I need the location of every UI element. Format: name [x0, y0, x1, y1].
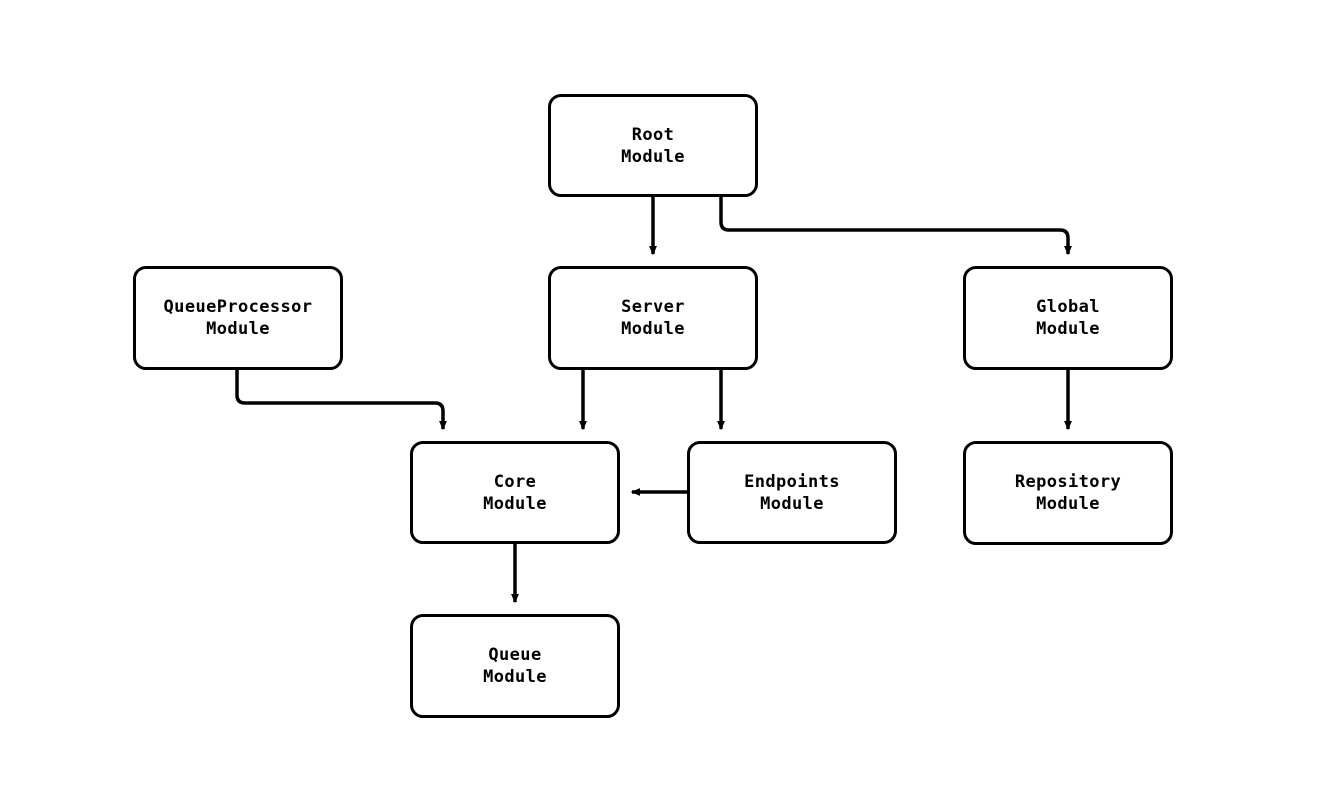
node-queue-label-line2: Module — [483, 667, 547, 687]
node-root-label-line2: Module — [621, 146, 685, 167]
node-repository[interactable]: Repository Module — [963, 441, 1173, 545]
node-server-label-line2: Module — [621, 319, 685, 339]
node-endpoints[interactable]: Endpoints Module — [687, 441, 897, 544]
node-core[interactable]: Core Module — [410, 441, 620, 544]
edge-queueprocessor-to-core — [235, 370, 447, 431]
node-queue[interactable]: Queue Module — [410, 614, 620, 718]
edge-root-to-global — [719, 197, 1072, 256]
node-server-label-line1: Server — [621, 297, 685, 317]
node-queue-label-line1: Queue — [488, 645, 542, 665]
node-global-label-line1: Global — [1036, 297, 1100, 317]
node-global[interactable]: Global Module — [963, 266, 1173, 370]
node-queueprocessor-label-line2: Module — [206, 319, 270, 339]
node-queueprocessor[interactable]: QueueProcessor Module — [133, 266, 343, 370]
node-queueprocessor-label-line1: QueueProcessor — [163, 297, 313, 317]
node-core-label-line1: Core — [493, 471, 537, 492]
node-global-label-line2: Module — [1036, 319, 1100, 339]
node-root-label-line1: Root — [631, 124, 675, 145]
node-repository-label-line2: Module — [1036, 494, 1100, 514]
node-repository-label-line1: Repository — [1014, 472, 1122, 492]
node-server[interactable]: Server Module — [548, 266, 758, 370]
node-core-label-line2: Module — [483, 493, 547, 514]
node-endpoints-label-line2: Module — [760, 493, 824, 514]
node-endpoints-label-line1: Endpoints — [744, 471, 840, 492]
node-root[interactable]: Root Module — [548, 94, 758, 197]
